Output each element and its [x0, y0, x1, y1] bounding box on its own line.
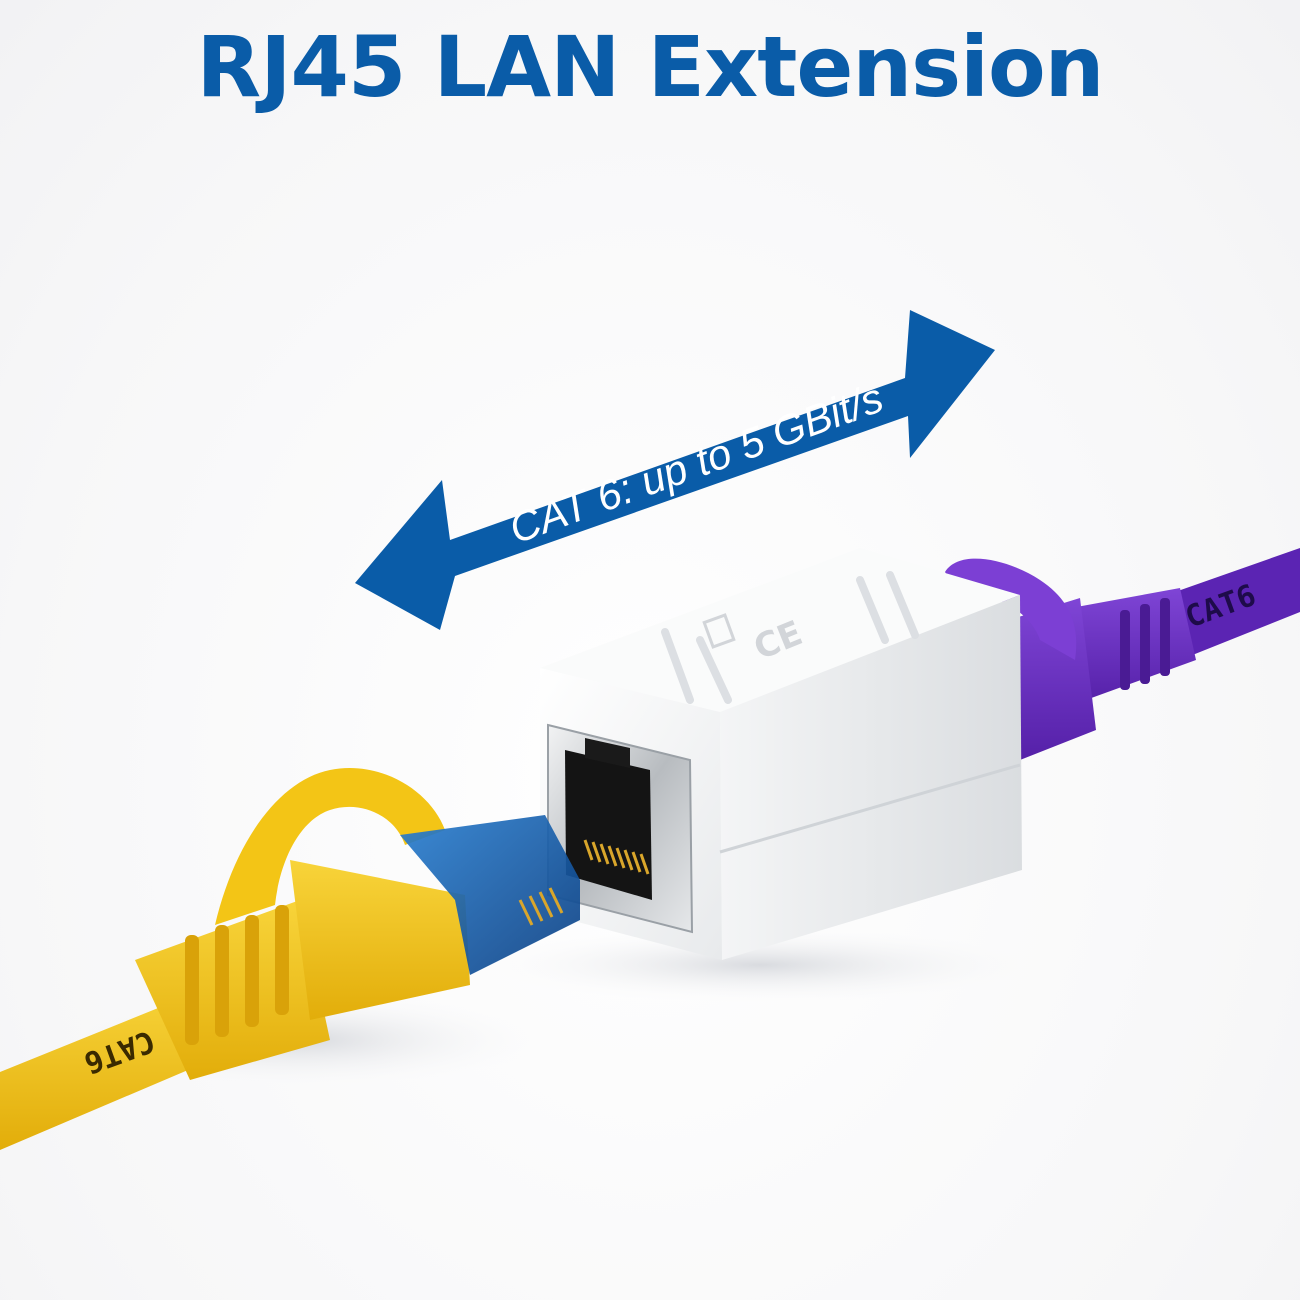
blue-plug-head [400, 815, 580, 975]
coupler-side [720, 595, 1022, 960]
purple-boot-ribs [1120, 598, 1170, 690]
yellow-boot-ribs [185, 905, 289, 1045]
rj45-coupler: CE [540, 548, 1022, 960]
yellow-plug-body [290, 860, 470, 1020]
purple-cable: CAT6 [945, 548, 1300, 760]
purple-flat-cable [1175, 548, 1300, 660]
blue-plug-contacts [518, 887, 564, 926]
page-title: RJ45 LAN Extension [196, 18, 1105, 116]
coupler-seam [719, 763, 1021, 854]
coupler-shadow [460, 925, 1060, 1005]
coupler-top-ridges [661, 571, 919, 704]
port-key-notch [585, 738, 630, 768]
weee-bin-icon [702, 613, 736, 649]
port-contacts [583, 839, 650, 875]
arrow-speed-label: CAT 6: up to 5 GBit/s [503, 374, 889, 553]
yellow-latch [215, 768, 445, 925]
arrow-shape [355, 310, 995, 630]
yellow-cable: CAT6 [0, 768, 580, 1150]
